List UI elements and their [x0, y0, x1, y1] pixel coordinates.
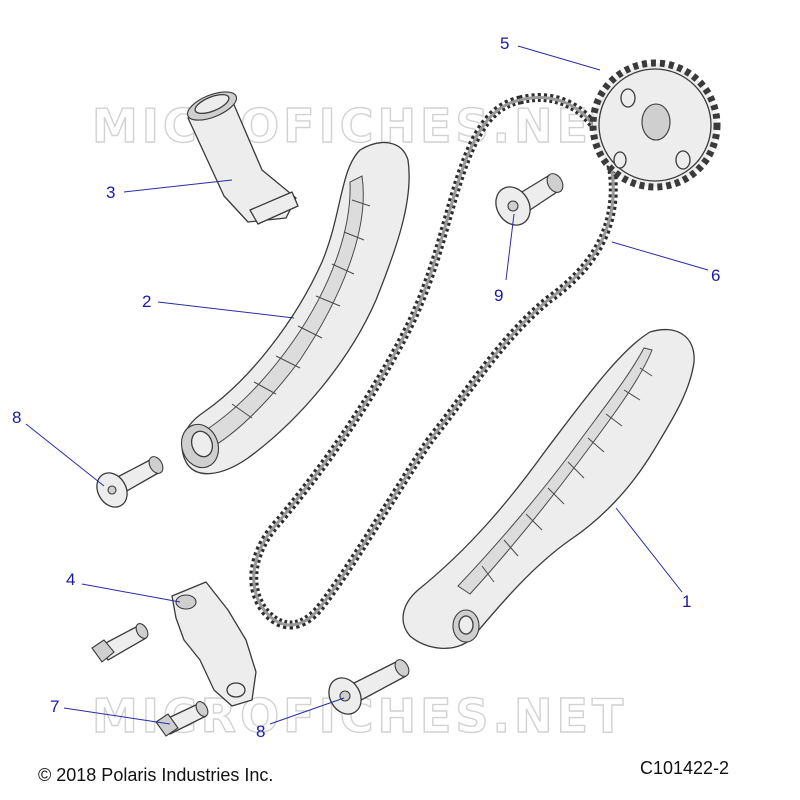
part-3-tensioner [186, 91, 299, 225]
leader-2 [157, 301, 295, 319]
callout-3: 3 [106, 183, 115, 202]
part-2-guide-left [180, 141, 410, 475]
copyright-text: © 2018 Polaris Industries Inc. [38, 765, 273, 785]
watermark-top: MICROFICHES.NET [92, 99, 627, 153]
callout-1: 1 [682, 592, 691, 611]
part-4-bracket [171, 581, 257, 707]
leader-9 [505, 213, 515, 281]
part-8-bolt-left [96, 456, 164, 508]
part-1-guide-right [402, 328, 695, 650]
part-9-bolt [495, 173, 564, 226]
callout-8-upper: 8 [12, 408, 21, 427]
part-5-sprocket [589, 59, 721, 191]
drawing-number: C101422-2 [640, 758, 729, 778]
leader-7 [63, 707, 171, 725]
leader-3 [123, 179, 233, 193]
leader-6 [611, 241, 709, 271]
part-7-bolt [155, 701, 209, 737]
leader-lines [25, 45, 709, 725]
leader-8b [269, 697, 345, 725]
callout-9: 9 [494, 286, 503, 305]
callout-4: 4 [66, 570, 75, 589]
callout-2: 2 [142, 292, 151, 311]
callout-8-lower: 8 [256, 722, 265, 741]
leader-4 [81, 583, 181, 603]
callout-5: 5 [500, 34, 509, 53]
part-8-bolt-bottom [328, 659, 410, 715]
bracket-bolt [91, 623, 149, 663]
callout-7: 7 [50, 697, 59, 716]
callout-6: 6 [711, 266, 720, 285]
leader-5 [517, 45, 601, 71]
leader-8a [25, 423, 105, 487]
leader-1 [615, 507, 683, 593]
part-6-timing-chain [249, 93, 618, 630]
